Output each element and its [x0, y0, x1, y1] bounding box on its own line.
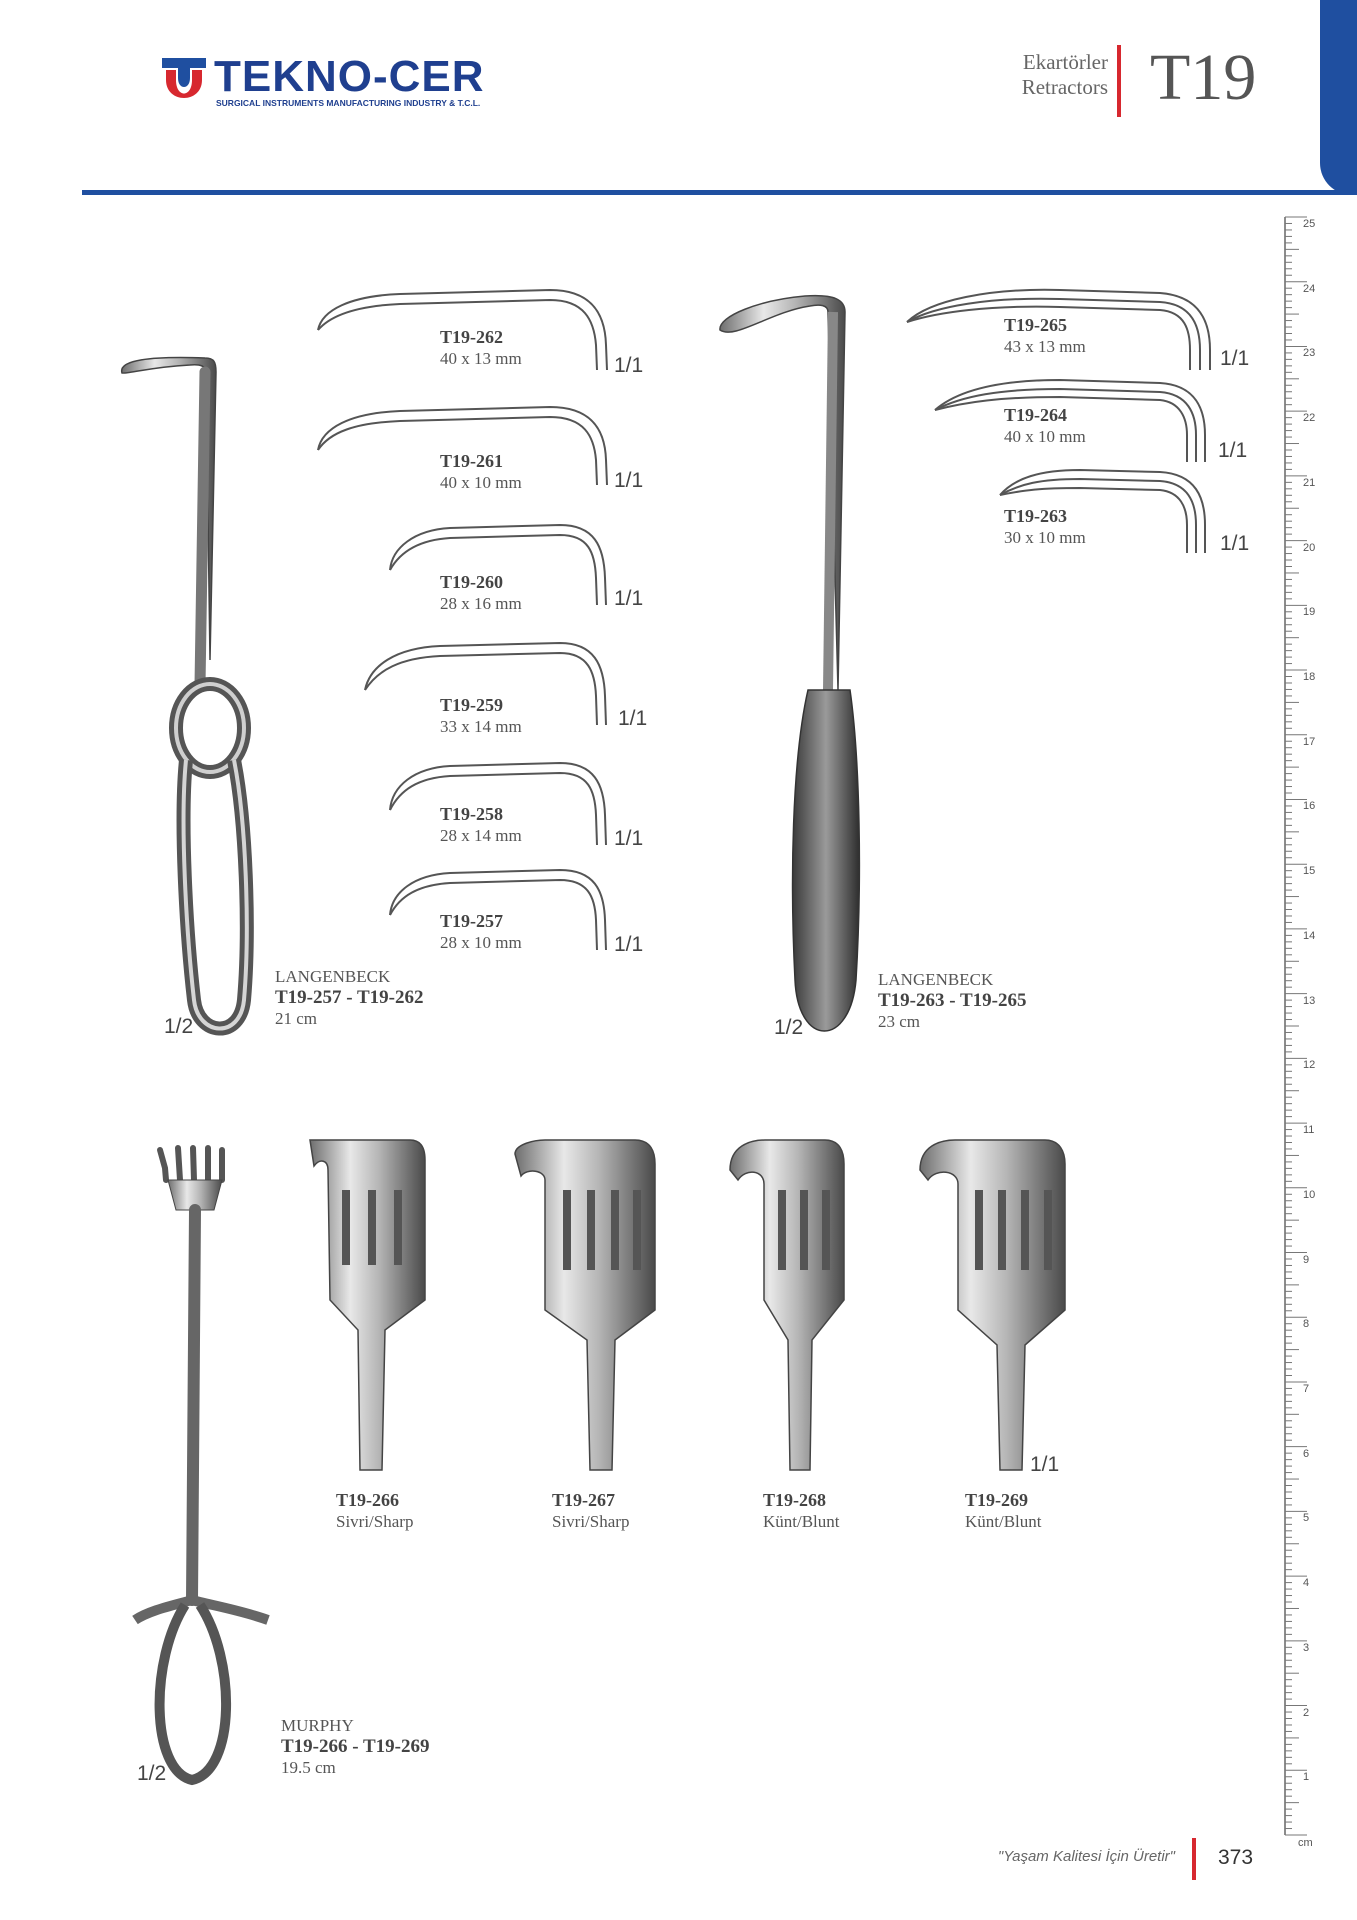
ruler-label: 14 [1303, 929, 1316, 942]
scale-label: 1/1 [1218, 439, 1248, 462]
ruler-label: 20 [1303, 541, 1316, 554]
scale-label: 1/1 [614, 469, 644, 492]
rake-blades [309, 1139, 1066, 1471]
ruler-unit: cm [1298, 1837, 1313, 1849]
langenbeck-left-label: LANGENBECK T19-257 - T19-262 21 cm [275, 967, 424, 1028]
scale-label-half: 1/2 [137, 1762, 167, 1785]
scale-label: 1/1 [614, 827, 644, 850]
ruler-label: 1 [1303, 1771, 1310, 1784]
ruler-label: 10 [1303, 1188, 1316, 1201]
corner-tab [1320, 0, 1357, 195]
ruler-label: 17 [1303, 735, 1316, 748]
ruler-label: 13 [1303, 994, 1316, 1007]
ruler-label: 23 [1303, 347, 1316, 360]
section-code: T19 [1150, 41, 1257, 114]
ruler-label: 12 [1303, 1059, 1316, 1072]
scale-label: 1/1 [618, 707, 648, 730]
brand-name: TEKNO-CER [214, 52, 485, 101]
murphy-label: MURPHY T19-266 - T19-269 19.5 cm [281, 1716, 430, 1777]
brand-subtitle: SURGICAL INSTRUMENTS MANUFACTURING INDUS… [216, 98, 481, 108]
footer-slogan: "Yaşam Kalitesi İçin Üretir" [997, 1848, 1175, 1865]
blade-outlines-right [906, 288, 1211, 553]
scale-label-half: 1/2 [164, 1015, 194, 1038]
langenbeck-retractor-left [121, 356, 254, 1036]
ruler-label: 4 [1303, 1577, 1310, 1590]
scale-label: 1/1 [1030, 1453, 1060, 1476]
footer-divider [1192, 1838, 1196, 1880]
langenbeck-right-label: LANGENBECK T19-263 - T19-265 23 cm [878, 970, 1027, 1031]
scale-label: 1/1 [1220, 347, 1250, 370]
category-tr: Ekartörler [1022, 50, 1108, 74]
ruler-label: 11 [1303, 1124, 1315, 1137]
brand-logo: TEKNO-CER SURGICAL INSTRUMENTS MANUFACTU… [160, 52, 500, 112]
ruler-label: 21 [1303, 476, 1316, 489]
ruler-label: 22 [1303, 412, 1316, 425]
blade-outlines-left [317, 288, 608, 951]
ruler-label: 9 [1303, 1253, 1310, 1266]
ruler-label: 5 [1303, 1512, 1310, 1525]
ruler [1284, 216, 1307, 1836]
scale-label: 1/1 [614, 933, 644, 956]
ruler-label: 25 [1303, 218, 1316, 230]
ruler-label: 3 [1303, 1641, 1310, 1654]
ruler-label: 8 [1303, 1318, 1310, 1331]
ruler-label: 6 [1303, 1447, 1310, 1460]
ruler-label: 18 [1303, 671, 1316, 684]
murphy-retractor [132, 1145, 270, 1786]
scale-label: 1/1 [1220, 532, 1250, 555]
brand-mark-icon [162, 58, 206, 98]
category-title: Ekartörler Retractors [960, 50, 1108, 100]
scale-label: 1/1 [614, 354, 644, 377]
scale-label: 1/1 [614, 587, 644, 610]
ruler-label: 16 [1303, 800, 1316, 813]
langenbeck-retractor-right [719, 294, 861, 1032]
ruler-label: 24 [1303, 282, 1316, 295]
page-number: 373 [1218, 1846, 1254, 1869]
ruler-label: 19 [1303, 606, 1316, 619]
scale-label-half: 1/2 [774, 1016, 804, 1039]
header-divider [1117, 45, 1121, 117]
ruler-label: 2 [1303, 1706, 1310, 1719]
category-en: Retractors [1021, 75, 1108, 99]
ruler-label: 7 [1303, 1382, 1310, 1395]
header-rule [82, 190, 1357, 195]
ruler-label: 15 [1303, 865, 1316, 878]
